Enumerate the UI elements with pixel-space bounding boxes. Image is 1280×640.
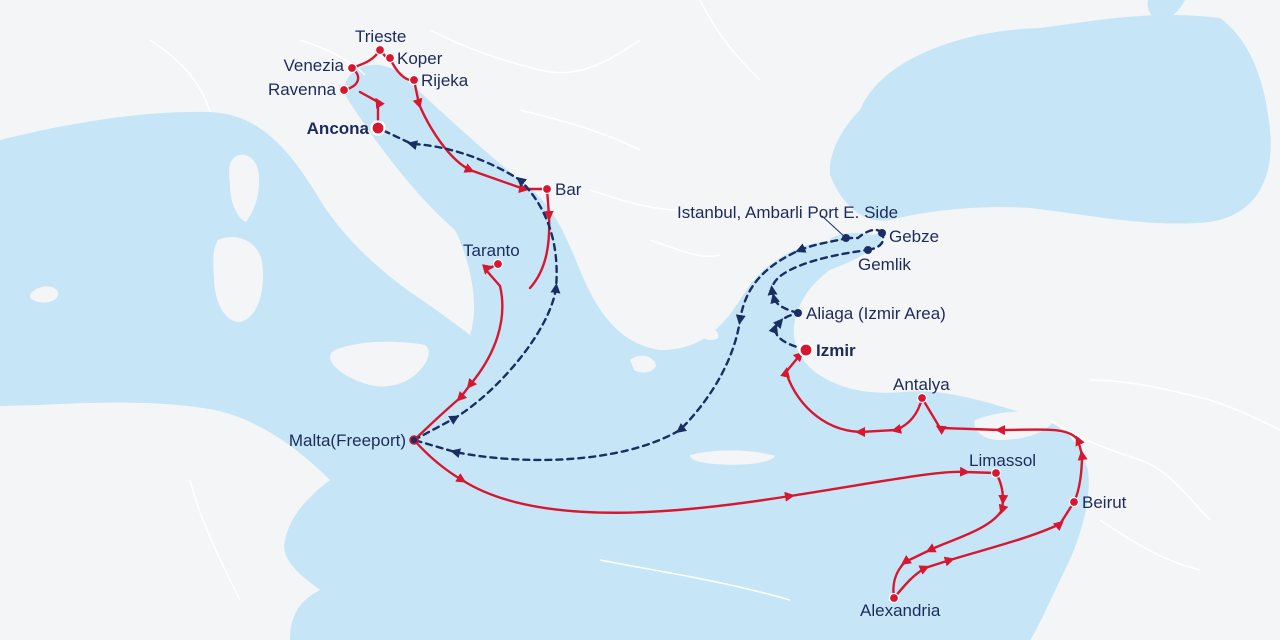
port-dot-malta[interactable] — [409, 435, 419, 445]
port-label-antalya: Antalya — [893, 375, 950, 394]
port-label-taranto: Taranto — [463, 241, 520, 260]
port-markers — [338, 44, 1080, 604]
port-dot-rijeka[interactable] — [408, 74, 420, 86]
port-dot-venezia[interactable] — [346, 62, 358, 74]
black-sea — [829, 15, 1271, 224]
port-dot-trieste[interactable] — [374, 44, 386, 56]
route-alexandria-beirut — [892, 500, 1076, 600]
route-beirut-antalya — [920, 396, 1088, 504]
port-label-limassol: Limassol — [969, 451, 1036, 470]
port-dot-gebze[interactable] — [878, 229, 886, 237]
port-dot-ancona[interactable] — [370, 120, 386, 136]
port-label-venezia: Venezia — [284, 56, 345, 75]
port-dot-aliaga[interactable] — [794, 309, 802, 317]
port-dot-beirut[interactable] — [1068, 496, 1080, 508]
route-ancona-ravenna — [358, 90, 385, 130]
istanbul-leader-line — [821, 215, 847, 239]
route-malta-limassol — [412, 438, 998, 514]
port-label-beirut: Beirut — [1082, 493, 1127, 512]
port-dot-gemlik[interactable] — [864, 246, 872, 254]
port-label-bar: Bar — [555, 180, 582, 199]
port-label-koper: Koper — [397, 49, 443, 68]
port-dot-izmir[interactable] — [798, 342, 814, 358]
port-label-gebze: Gebze — [889, 227, 939, 246]
port-dot-bar[interactable] — [541, 183, 553, 195]
balearic-island — [30, 286, 59, 303]
port-label-ravenna: Ravenna — [268, 80, 337, 99]
port-label-gemlik: Gemlik — [858, 255, 911, 274]
route-malta-ancona — [376, 126, 561, 442]
port-label-alexandria: Alexandria — [860, 601, 941, 620]
port-dot-alexandria[interactable] — [888, 592, 900, 604]
port-dot-koper[interactable] — [384, 52, 396, 64]
port-dot-limassol[interactable] — [990, 467, 1002, 479]
port-label-izmir: Izmir — [816, 341, 856, 360]
sardinia — [213, 236, 264, 322]
port-label-ancona: Ancona — [307, 119, 370, 138]
port-labels: Trieste Koper Venezia Rijeka Ravenna Anc… — [268, 27, 1127, 620]
port-dot-antalya[interactable] — [916, 392, 928, 404]
port-label-trieste: Trieste — [355, 27, 406, 46]
port-dot-ravenna[interactable] — [338, 84, 350, 96]
port-label-istanbul: Istanbul, Ambarli Port E. Side — [677, 203, 898, 222]
caspian-sea — [1147, 0, 1185, 22]
port-dot-taranto[interactable] — [492, 258, 504, 270]
corsica — [229, 154, 260, 222]
port-label-rijeka: Rijeka — [421, 71, 469, 90]
port-label-aliaga: Aliaga (Izmir Area) — [806, 304, 946, 323]
sicily — [330, 341, 429, 387]
country-borders — [149, 0, 1280, 601]
route-istanbul-malta — [412, 236, 850, 462]
port-label-malta: Malta(Freeport) — [289, 431, 406, 450]
